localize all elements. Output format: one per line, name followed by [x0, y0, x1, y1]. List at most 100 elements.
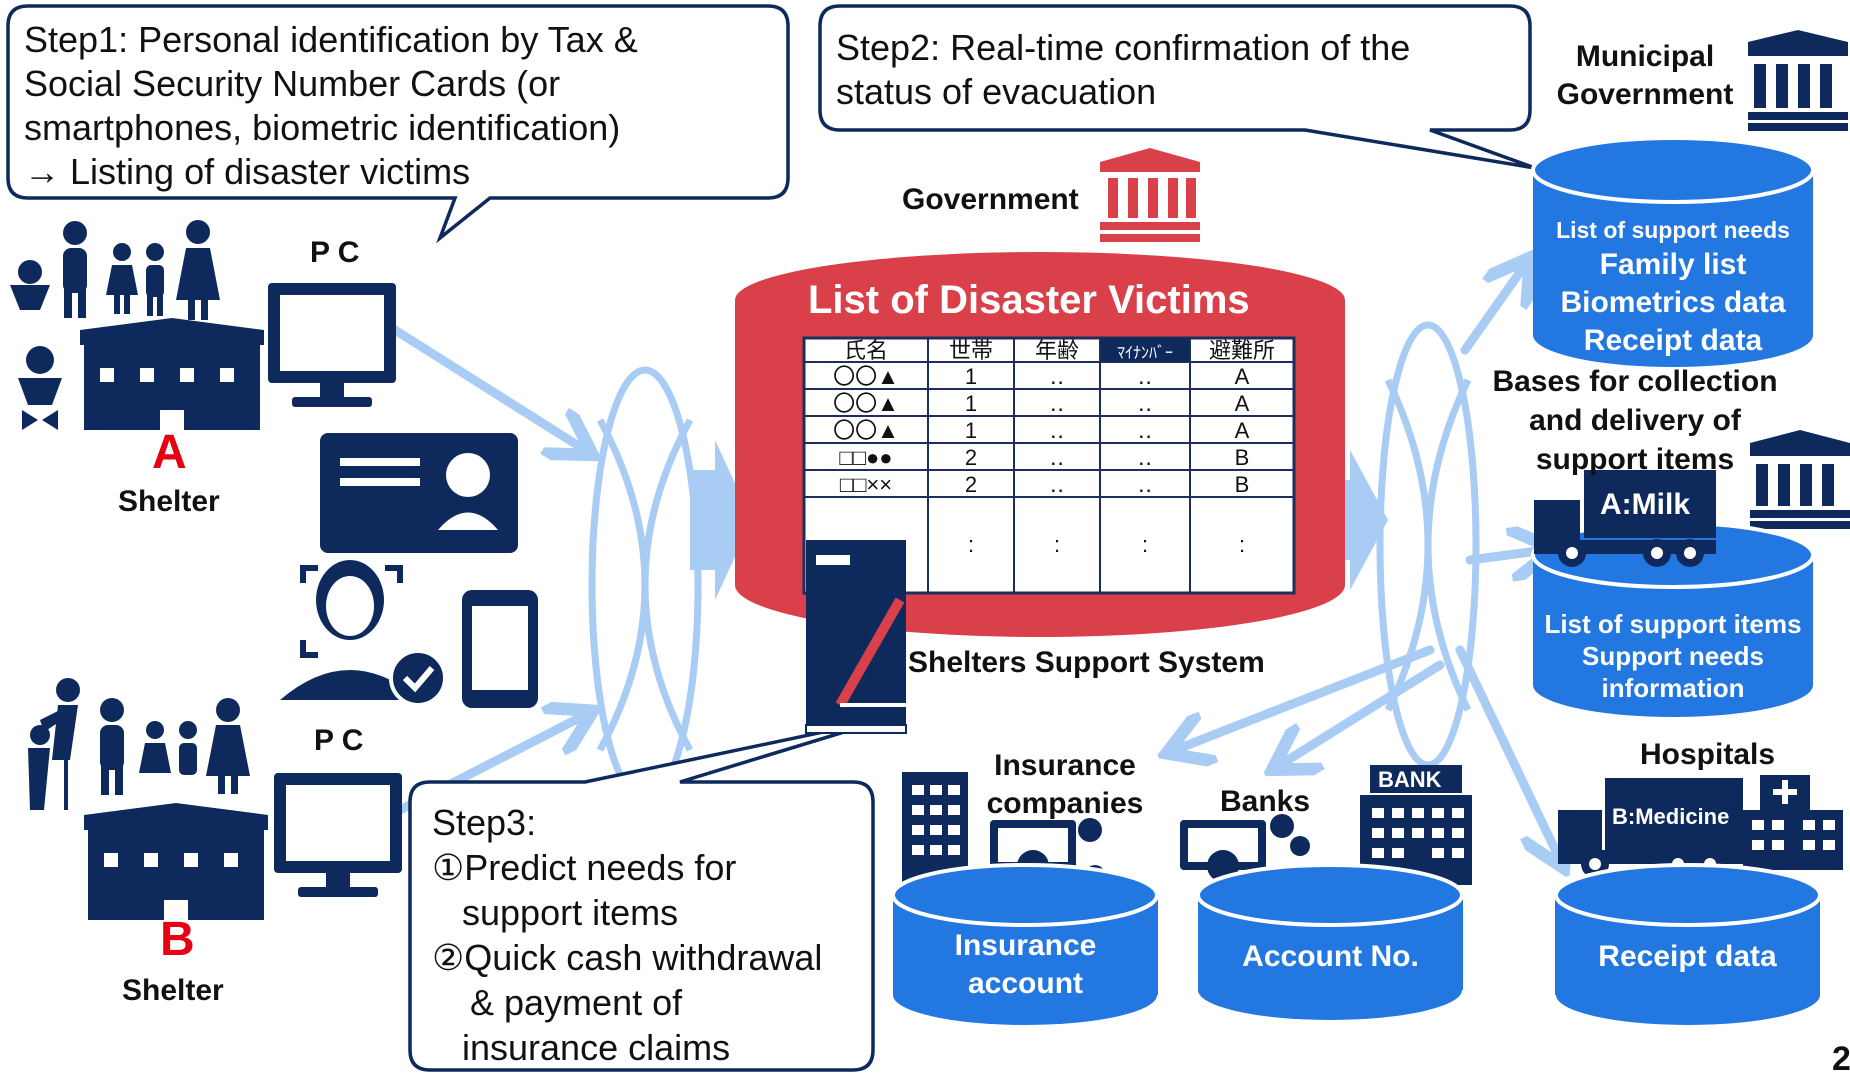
municipal-line1: Municipal: [1575, 40, 1715, 73]
step3-line6: insurance claims: [462, 1027, 731, 1068]
municipal-database-cylinder: [1531, 136, 1815, 367]
bases-db-line2: Support needs: [1581, 641, 1764, 671]
table-cell: ‥: [1050, 391, 1065, 416]
arrow-hub-to-banks: [1280, 660, 1445, 765]
pc-b-monitor-icon: [274, 773, 402, 897]
arrow-hub-to-hospitals: [1455, 645, 1560, 860]
bank-sign: BANK: [1378, 767, 1442, 792]
shelter-b-letter: B: [160, 913, 195, 966]
step3-text: Step3: ①Predict needs for support items …: [432, 800, 822, 1070]
table-cell: ‥: [1050, 418, 1065, 443]
step3-line2: ①Predict needs for: [432, 847, 737, 888]
step3-line4: ②Quick cash withdrawal: [432, 937, 823, 978]
step3-line5: & payment of: [470, 982, 683, 1023]
pc-b-label: P C: [314, 724, 364, 757]
table-cell: B: [1235, 472, 1250, 497]
banks-label: Banks: [1220, 785, 1311, 818]
hospitals-label: Hospitals: [1640, 738, 1776, 771]
table-cell: ‥: [1138, 391, 1153, 416]
hospital-building-icon: [1743, 775, 1843, 870]
elderly-family-people-icon: [28, 678, 250, 810]
step1-text: Step1: Personal identification by Tax & …: [24, 18, 638, 194]
hospitals-db-text: Receipt data: [1598, 940, 1777, 973]
table-cell: A: [1235, 364, 1250, 389]
step2-text: Step2: Real-time confirmation of the sta…: [836, 26, 1410, 114]
table-cell: ‥: [1050, 445, 1065, 470]
bases-line3: support items: [1535, 443, 1735, 476]
table-cell: ‥: [1138, 418, 1153, 443]
municipal-db-line4: Receipt data: [1583, 324, 1763, 357]
table-header-cell: 年齢: [1035, 338, 1079, 363]
insurance-office-building-icon: [902, 772, 968, 890]
id-card-icon: [320, 433, 518, 553]
step1-line4: → Listing of disaster victims: [24, 151, 471, 192]
bases-building-icon: [1750, 430, 1850, 529]
table-cell: :: [1142, 532, 1148, 557]
step3-bubble: [408, 716, 891, 1072]
table-cell: 2: [965, 472, 977, 497]
bank-building-icon: [1360, 765, 1472, 885]
government-label: Government: [902, 183, 1079, 216]
arrow-shelter-a-to-hub: [390, 325, 585, 450]
table-cell: ‥: [1050, 364, 1065, 389]
municipal-building-icon: [1748, 30, 1848, 131]
bases-db-line3: information: [1601, 673, 1745, 703]
insurance-line2: companies: [986, 787, 1144, 820]
shelter-a-letter: A: [152, 426, 187, 479]
system-label: Shelters Support System: [908, 646, 1265, 679]
step2-line1: Step2: Real-time confirmation of the: [836, 27, 1411, 68]
table-header-cell: 氏名: [844, 338, 888, 363]
medicine-truck-label: B:Medicine: [1612, 804, 1730, 829]
insurance-line1: Insurance: [994, 749, 1136, 782]
step1-bubble: [6, 4, 790, 244]
insurance-db-line1: Insurance: [954, 929, 1097, 962]
bases-line2: and delivery of: [1529, 404, 1741, 437]
shelter-b-label: Shelter: [122, 974, 224, 1007]
left-hub: [588, 366, 702, 804]
table-cell: 〇〇▲: [833, 418, 899, 443]
government-building-icon: [1100, 148, 1200, 242]
bases-line1: Bases for collection: [1492, 365, 1778, 398]
insurance-db-line2: account: [967, 967, 1084, 1000]
victims-db-title: List of Disaster Victims: [808, 278, 1250, 322]
table-cell: □□××: [840, 472, 892, 497]
step2-bubble: [818, 4, 1536, 170]
shelter-a-icon: [10, 220, 264, 430]
municipal-label: Municipal Government: [1540, 38, 1750, 114]
municipal-db-line1: List of support needs: [1556, 217, 1790, 243]
pc-a-monitor-icon: [268, 283, 396, 407]
server-icon: [805, 540, 907, 734]
face-recognition-icon: [280, 560, 447, 707]
bases-database-cylinder: [1531, 521, 1815, 717]
shelter-a-label: Shelter: [118, 485, 220, 518]
step1-line2: Social Security Number Cards (or: [24, 63, 561, 104]
municipal-db-text: List of support needs Family list Biomet…: [1533, 214, 1813, 360]
milk-truck-icon: [1534, 470, 1716, 567]
family-people-icon: [10, 220, 220, 430]
table-cell: 〇〇▲: [833, 391, 899, 416]
banks-db-text: Account No.: [1242, 940, 1419, 973]
table-cell: 〇〇▲: [833, 364, 899, 389]
table-cell: ‥: [1138, 445, 1153, 470]
smartphone-icon: [462, 590, 538, 708]
table-cell: ‥: [1050, 472, 1065, 497]
municipal-db-line2: Family list: [1599, 248, 1747, 281]
shelter-b-icon: [28, 678, 268, 920]
bases-label: Bases for collection and delivery of sup…: [1465, 362, 1805, 479]
pc-a-label: P C: [310, 236, 360, 269]
block-arrow-into-db: [690, 440, 752, 600]
right-hub: [1376, 321, 1480, 769]
milk-truck-label: A:Milk: [1600, 488, 1690, 521]
step2-line2: status of evacuation: [836, 71, 1157, 112]
table-cell: :: [1239, 532, 1245, 557]
table-cell: □□●●: [839, 445, 892, 470]
table-cell: ‥: [1138, 472, 1153, 497]
step1-line3: smartphones, biometric identification): [24, 107, 621, 148]
bases-db-line1: List of support items: [1544, 609, 1802, 639]
municipal-line2: Government: [1556, 78, 1734, 111]
table-header-cell: 世帯: [949, 338, 993, 363]
shelter-building-icon: [80, 318, 264, 430]
insurance-label: Insurance companies: [970, 747, 1160, 823]
insurance-db-text: Insurance account: [893, 927, 1158, 1003]
